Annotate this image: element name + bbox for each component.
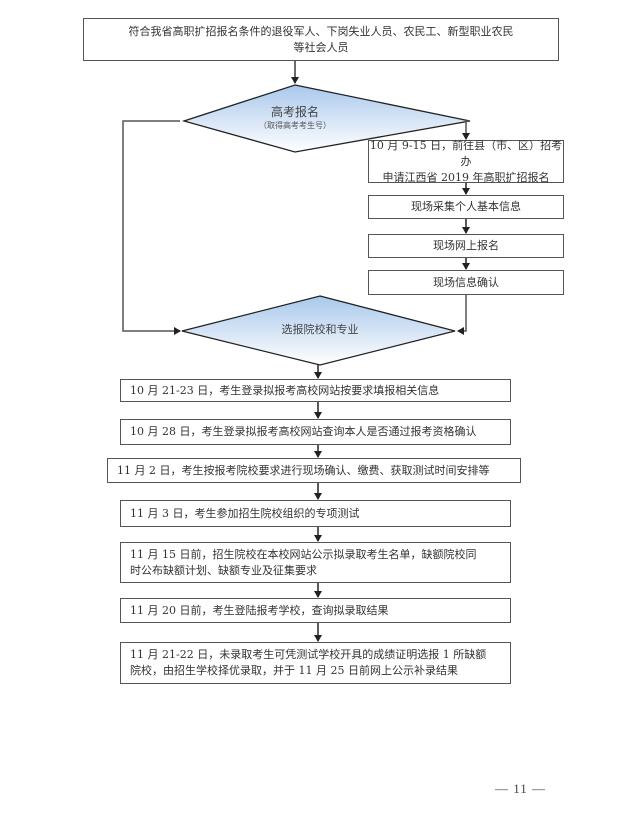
branch-step-4-text: 现场信息确认 bbox=[433, 275, 499, 289]
timeline-step-3-text: 11 月 2 日，考生按报考院校要求进行现场确认、缴费、获取测试时间安排等 bbox=[117, 463, 490, 477]
timeline-step-5-line1: 11 月 15 日前，招生院校在本校网站公示拟录取考生名单，缺额院校同 bbox=[130, 547, 477, 561]
connector-branch-return bbox=[457, 295, 467, 335]
timeline-step-7-line2: 院校，由招生学校择优录取，并于 11 月 25 日前网上公示补录结果 bbox=[130, 664, 458, 677]
timeline-step-box: 11 月 3 日，考生参加招生院校组织的专项测试 bbox=[120, 500, 511, 527]
branch-step-box: 现场采集个人基本信息 bbox=[368, 195, 564, 219]
branch-step-box: 10 月 9-15 日，前往县（市、区）招考办 申请江西省 2019 年高职扩招… bbox=[368, 138, 564, 184]
page-number: — 11 — bbox=[495, 781, 547, 796]
timeline-step-box: 11 月 20 日前，考生登陆报考学校，查询拟录取结果 bbox=[120, 598, 511, 623]
timeline-step-2-text: 10 月 28 日，考生登录拟报考高校网站查询本人是否通过报考资格确认 bbox=[130, 425, 477, 438]
decision-register-subtitle: （取得高考考生号） bbox=[259, 121, 331, 130]
timeline-step-box: 10 月 21-23 日，考生登录拟报考高校网站按要求填报相关信息 bbox=[120, 379, 511, 402]
timeline-step-box: 11 月 2 日，考生按报考院校要求进行现场确认、缴费、获取测试时间安排等 bbox=[107, 458, 521, 483]
timeline-step-box: 11 月 15 日前，招生院校在本校网站公示拟录取考生名单，缺额院校同 时公布缺… bbox=[120, 542, 511, 583]
start-box-line2: 等社会人员 bbox=[293, 40, 349, 54]
timeline-step-box: 10 月 28 日，考生登录拟报考高校网站查询本人是否通过报考资格确认 bbox=[120, 419, 511, 445]
timeline-step-4-text: 11 月 3 日，考生参加招生院校组织的专项测试 bbox=[130, 506, 360, 520]
branch-step-2-text: 现场采集个人基本信息 bbox=[411, 200, 521, 213]
timeline-step-6-text: 11 月 20 日前，考生登陆报考学校，查询拟录取结果 bbox=[130, 603, 389, 617]
timeline-step-7-line1: 11 月 21-22 日，未录取考生可凭测试学校开具的成绩证明选报 1 所缺额 bbox=[130, 648, 487, 661]
connector-register-to-branch bbox=[462, 120, 470, 140]
branch-step-box: 现场信息确认 bbox=[368, 270, 564, 295]
timeline-step-box: 11 月 21-22 日，未录取考生可凭测试学校开具的成绩证明选报 1 所缺额 … bbox=[120, 642, 511, 684]
branch-step-1-line1: 10 月 9-15 日，前往县（市、区）招考办 bbox=[369, 138, 563, 168]
timeline-step-5-line2: 时公布缺额计划、缺额专业及征集要求 bbox=[130, 563, 317, 577]
decision-diamond-register bbox=[181, 84, 471, 153]
start-box: 符合我省高职扩招报名条件的退役军人、下岗失业人员、农民工、新型职业农民 等社会人… bbox=[83, 18, 559, 61]
decision-register-label: 高考报名 （取得高考考生号） bbox=[230, 105, 360, 131]
decision-diamond-choose bbox=[181, 295, 456, 366]
timeline-step-1-text: 10 月 21-23 日，考生登录拟报考高校网站按要求填报相关信息 bbox=[130, 383, 440, 397]
branch-step-3-text: 现场网上报名 bbox=[433, 239, 499, 252]
decision-choose-title: 选报院校和专业 bbox=[281, 323, 359, 336]
decision-choose-label: 选报院校和专业 bbox=[255, 322, 385, 337]
branch-step-box: 现场网上报名 bbox=[368, 234, 564, 258]
connector-register-bypass bbox=[122, 120, 181, 335]
start-box-line1: 符合我省高职扩招报名条件的退役军人、下岗失业人员、农民工、新型职业农民 bbox=[128, 24, 514, 38]
decision-register-title: 高考报名 bbox=[270, 105, 319, 119]
branch-step-1-line2: 申请江西省 2019 年高职扩招报名 bbox=[382, 170, 550, 184]
